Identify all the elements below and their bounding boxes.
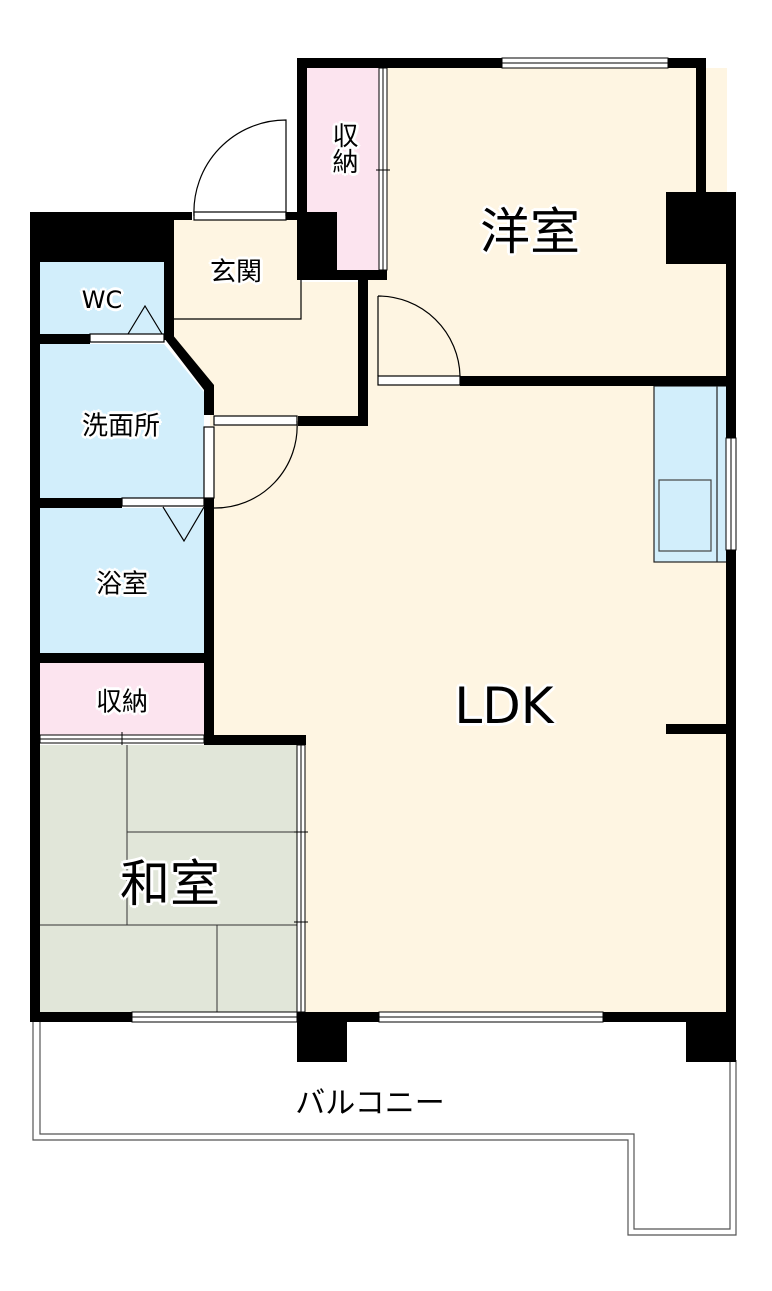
wc-floor (40, 262, 164, 334)
room-label-bathroom: 浴室 (95, 569, 149, 600)
ldk-floor (210, 380, 727, 1018)
windows (39, 57, 737, 1023)
floors (40, 68, 728, 1018)
washroom-floor (40, 344, 204, 498)
doors (89, 119, 461, 543)
room-label-balcony: バルコニー (295, 1086, 445, 1121)
room-label-ldk: LDK (454, 677, 554, 735)
balcony (32, 1018, 737, 1236)
room-label-washroom: 洗面所 (81, 411, 161, 442)
room-label-western: 洋室 (480, 203, 580, 261)
tatami-floor (40, 745, 297, 1012)
room-label-storage-top: 収納 (328, 122, 358, 174)
room-label-wc: WC (81, 286, 123, 314)
entrance-floor (172, 220, 360, 415)
room-label-storage-left: 収納 (95, 687, 149, 718)
tatami-lines (40, 745, 297, 1012)
bathroom-floor (40, 508, 204, 653)
kitchen-sink (658, 479, 712, 552)
storage-left-floor (40, 663, 204, 735)
room-label-japanese: 和室 (120, 855, 220, 913)
room-label-entrance: 玄関 (209, 257, 263, 288)
walls (30, 58, 736, 1062)
